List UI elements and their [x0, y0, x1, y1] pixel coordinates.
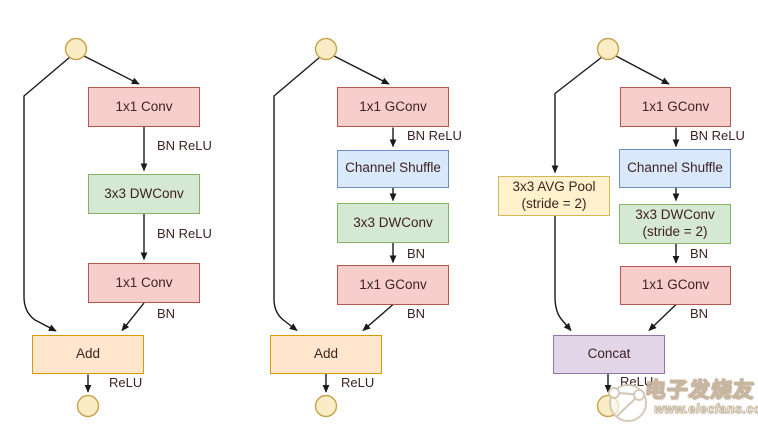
- edge-a-skip-to-add: [23, 56, 71, 332]
- arrows-diagram-a: [23, 55, 148, 393]
- input-node-b: [314, 37, 338, 61]
- output-node-b: [314, 394, 338, 418]
- edge-c-input-to-gconv1: [615, 55, 670, 85]
- edge-label-c-bn-relu: BN ReLU: [690, 128, 745, 143]
- edge-label-a-relu: ReLU: [109, 375, 143, 390]
- edge-label-b-bn-2: BN: [407, 306, 426, 321]
- arrows-diagram-c: [551, 55, 680, 393]
- edge-b-gconv2-to-add: [362, 303, 394, 332]
- node-c-3x3-avg-pool-stride-2: 3x3 AVG Pool (stride = 2): [498, 176, 610, 216]
- edge-label-c-bn-2: BN: [690, 306, 709, 321]
- node-b-channel-shuffle: Channel Shuffle: [337, 149, 449, 188]
- node-c-1x1-gconv-1: 1x1 GConv: [620, 87, 731, 127]
- node-b-1x1-gconv-1: 1x1 GConv: [337, 87, 449, 127]
- edge-label-c-bn-1: BN: [690, 246, 709, 261]
- edge-label-c-relu: ReLU: [620, 374, 654, 389]
- node-c-1x1-gconv-2: 1x1 GConv: [620, 266, 731, 305]
- input-node-c: [596, 37, 620, 61]
- node-b-add: Add: [270, 334, 382, 374]
- edge-c-gconv2-to-concat: [648, 303, 677, 332]
- node-a-add: Add: [32, 334, 144, 374]
- node-a-3x3-dwconv: 3x3 DWConv: [88, 174, 200, 214]
- edge-label-a-bn-relu-1: BN ReLU: [157, 138, 212, 153]
- node-c-3x3-dwconv-stride-2: 3x3 DWConv (stride = 2): [619, 203, 731, 244]
- edge-c-avgpool-to-concat: [554, 215, 572, 332]
- node-b-1x1-gconv-2: 1x1 GConv: [337, 265, 449, 305]
- node-c-concat: Concat: [553, 334, 665, 374]
- edge-label-b-bn-relu: BN ReLU: [407, 128, 462, 143]
- node-a-1x1-conv-1: 1x1 Conv: [88, 87, 200, 127]
- node-a-1x1-conv-2: 1x1 Conv: [88, 263, 200, 303]
- edge-label-a-bn-relu-2: BN ReLU: [157, 226, 212, 241]
- output-node-c: [596, 394, 620, 418]
- edge-c-skip-to-avgpool: [551, 56, 603, 174]
- edge-a-input-to-conv1: [83, 55, 140, 85]
- input-node-a: [64, 37, 88, 61]
- node-b-3x3-dwconv: 3x3 DWConv: [337, 203, 449, 243]
- edge-a-conv2-to-add: [121, 302, 145, 332]
- endpoint-nodes: [64, 37, 620, 418]
- edge-b-skip-to-add: [273, 56, 321, 332]
- edge-b-input-to-gconv1: [333, 55, 390, 85]
- arrows-diagram-b: [273, 55, 397, 393]
- node-c-channel-shuffle: Channel Shuffle: [619, 148, 731, 188]
- edge-label-b-relu: ReLU: [341, 375, 375, 390]
- output-node-a: [76, 394, 100, 418]
- edge-label-b-bn-1: BN: [407, 246, 426, 261]
- edge-label-a-bn: BN: [157, 306, 176, 321]
